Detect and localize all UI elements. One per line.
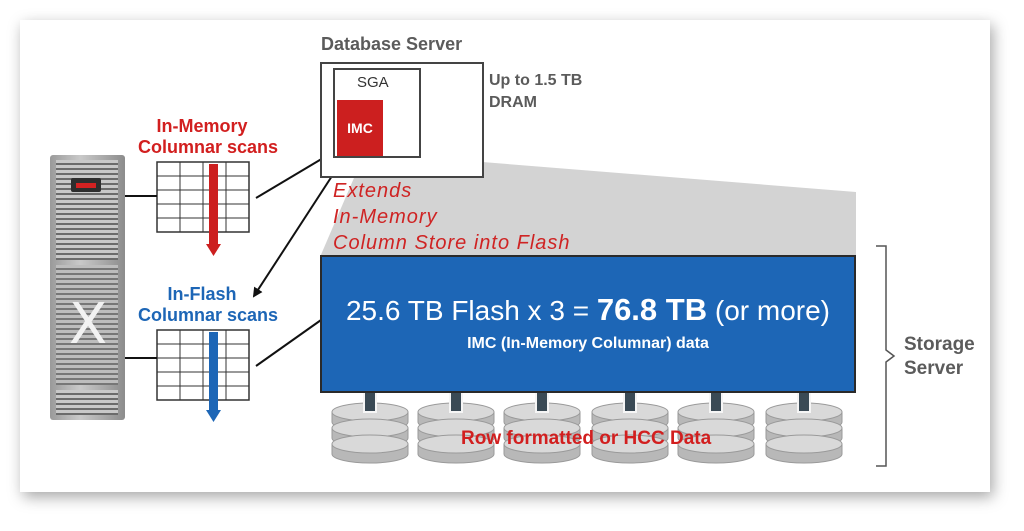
in-memory-line-1: In-Memory [156, 116, 248, 136]
rack-top-panel [56, 160, 118, 260]
in-flash-line-2: Columnar scans [138, 305, 279, 325]
dram-line-1: Up to 1.5 TB [489, 72, 583, 89]
extends-label: Extends In-Memory Column Store into Flas… [333, 178, 571, 256]
storage-server-line-2: Server [904, 358, 964, 379]
disk-stack [417, 402, 495, 464]
disk-stack [503, 402, 581, 464]
disk-stack [765, 402, 843, 464]
storage-flash-panel [320, 255, 856, 393]
disk-stack [677, 402, 755, 464]
extends-line-3: Column Store into Flash [333, 232, 571, 254]
imc-box: IMC [337, 100, 383, 156]
imc-data-label: IMC (In-Memory Columnar) data [467, 335, 709, 352]
dram-label: Up to 1.5 TB DRAM [489, 70, 582, 114]
flash-projection [320, 157, 856, 257]
flash-capacity-prefix: 25.6 TB Flash x 3 = [345, 295, 597, 326]
flash-capacity-total: 76.8 TB [596, 292, 708, 327]
in-memory-column-group [156, 161, 250, 256]
in-flash-column-group [156, 329, 250, 422]
in-flash-line-1: In-Flash [167, 284, 237, 304]
in-memory-label: In-Memory Columnar scans [138, 116, 279, 158]
rack-middle-panel [56, 265, 118, 385]
storage-server-line-1: Storage [904, 334, 975, 355]
rack-x-logo: X [68, 292, 108, 357]
flash-capacity-suffix: (or more) [707, 295, 831, 326]
sga-label: SGA [357, 74, 389, 91]
in-flash-label: In-Flash Columnar scans [138, 284, 279, 326]
dram-line-2: DRAM [489, 94, 537, 111]
storage-server-label: Storage Server [904, 333, 975, 381]
rack-bottom-panel [56, 390, 118, 415]
in-memory-line-2: Columnar scans [138, 137, 279, 157]
extends-line-1: Extends [333, 180, 413, 202]
rack-badge-light [76, 183, 96, 188]
imc-to-flash-arrow [252, 149, 350, 298]
flash-capacity-line: 25.6 TB Flash x 3 = 76.8 TB (or more) [320, 292, 856, 328]
database-server-title: Database Server [321, 34, 463, 54]
storage-server-bracket [876, 245, 896, 467]
row-formatted-label: Row formatted or HCC Data [461, 428, 712, 449]
extends-line-2: In-Memory [333, 206, 438, 228]
